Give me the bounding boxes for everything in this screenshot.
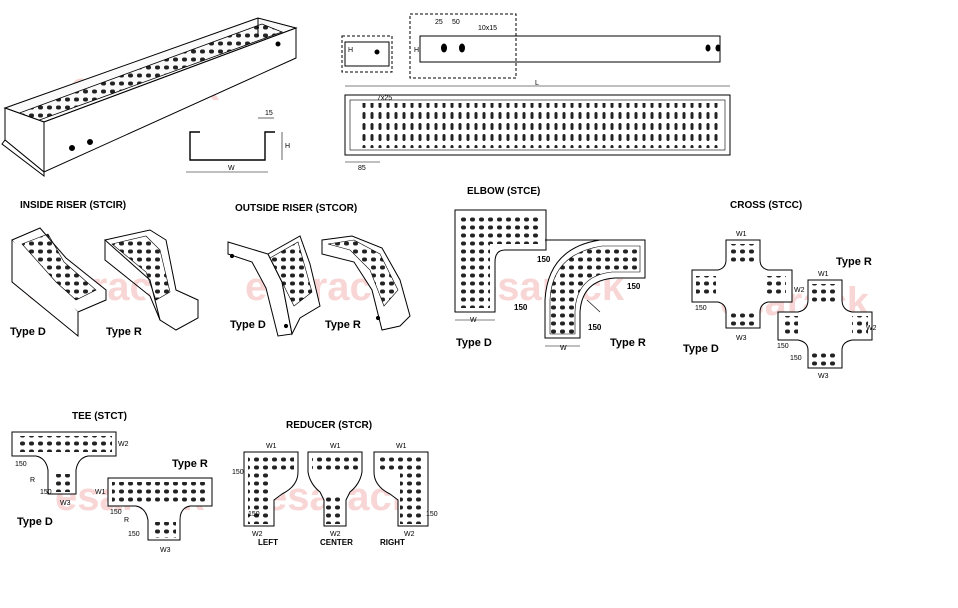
reducer-dim-w2: W2 <box>252 531 263 538</box>
cross-type-d: Type D <box>683 343 719 355</box>
tee-dim-r: R <box>124 517 129 524</box>
cross-dim-150: 150 <box>695 305 707 312</box>
elbow-dim-w: W <box>560 345 567 352</box>
cross-drawing <box>691 239 873 369</box>
inside-riser-drawing <box>11 227 199 338</box>
dim-h: H <box>285 143 290 150</box>
tray-profile <box>186 117 283 173</box>
tee-dim-150: 150 <box>15 461 27 468</box>
reducer-label-left: LEFT <box>258 538 278 547</box>
dim-50: 50 <box>452 19 460 26</box>
reducer-drawing <box>243 451 429 527</box>
cross-dim-w1: W1 <box>736 231 747 238</box>
dim-85: 85 <box>358 165 366 172</box>
inside-riser-type-d: Type D <box>10 326 46 338</box>
cross-dim-w2: W2 <box>794 287 805 294</box>
title-tee: TEE (STCT) <box>72 411 127 422</box>
reducer-label-center: CENTER <box>320 538 353 547</box>
cross-dim-w3: W3 <box>736 335 747 342</box>
tee-dim-150: 150 <box>110 509 122 516</box>
reducer-dim-w2: W2 <box>330 531 341 538</box>
dim-15: 15 <box>265 110 273 117</box>
elbow-dim-150: 150 <box>514 303 528 312</box>
tee-dim-w3: W3 <box>160 547 171 554</box>
inside-riser-type-r: Type R <box>106 326 142 338</box>
outside-riser-type-r: Type R <box>325 319 361 331</box>
elbow-dim-150: 150 <box>627 282 641 291</box>
straight-tray-isometric <box>1 17 298 178</box>
dim-hole: 7x25 <box>377 95 392 102</box>
title-reducer: REDUCER (STCR) <box>286 420 373 431</box>
elbow-dim-150: 150 <box>537 255 551 264</box>
reducer-label-right: RIGHT <box>380 538 405 547</box>
title-inside-riser: INSIDE RISER (STCIR) <box>20 200 127 211</box>
outside-riser-drawing <box>227 235 411 337</box>
side-elevation <box>341 13 721 79</box>
reducer-dim-150: 150 <box>426 511 438 518</box>
cross-type-r: Type R <box>836 256 872 268</box>
title-elbow: ELBOW (STCE) <box>467 186 541 197</box>
tee-dim-w3: W3 <box>60 500 71 507</box>
elbow-type-r: Type R <box>610 337 646 349</box>
dim-slot: 10x15 <box>478 25 497 32</box>
cross-dim-w2: W2 <box>866 325 877 332</box>
reducer-dim-w2: W2 <box>404 531 415 538</box>
plan-view <box>344 85 731 163</box>
reducer-dim-150: 150 <box>232 469 244 476</box>
tee-type-r: Type R <box>172 458 208 470</box>
reducer-dim-150: 150 <box>248 511 260 518</box>
dim-l: L <box>535 80 539 87</box>
tee-dim-w2: W2 <box>118 441 129 448</box>
elbow-type-d: Type D <box>456 337 492 349</box>
cross-dim-w1: W1 <box>818 271 829 278</box>
dim-w: W <box>228 165 235 172</box>
dim-25: 25 <box>435 19 443 26</box>
tee-type-d: Type D <box>17 516 53 528</box>
cross-dim-w3: W3 <box>818 373 829 380</box>
cross-dim-150: 150 <box>777 343 789 350</box>
dim-h: H <box>348 47 353 54</box>
elbow-dim-150: 150 <box>588 323 602 332</box>
reducer-dim-w1: W1 <box>396 443 407 450</box>
dim-h: H <box>414 47 419 54</box>
tee-dim-150: 150 <box>40 489 52 496</box>
elbow-drawing <box>454 209 646 347</box>
tee-drawing <box>11 431 213 541</box>
reducer-dim-w1: W1 <box>266 443 277 450</box>
cross-dim-150: 150 <box>790 355 802 362</box>
reducer-dim-w1: W1 <box>330 443 341 450</box>
elbow-dim-w: W <box>470 317 477 324</box>
tee-dim-w1: W1 <box>95 489 106 496</box>
title-outside-riser: OUTSIDE RISER (STCOR) <box>235 203 358 214</box>
title-cross: CROSS (STCC) <box>730 200 803 211</box>
tee-dim-150: 150 <box>128 531 140 538</box>
outside-riser-type-d: Type D <box>230 319 266 331</box>
tee-dim-r: R <box>30 477 35 484</box>
